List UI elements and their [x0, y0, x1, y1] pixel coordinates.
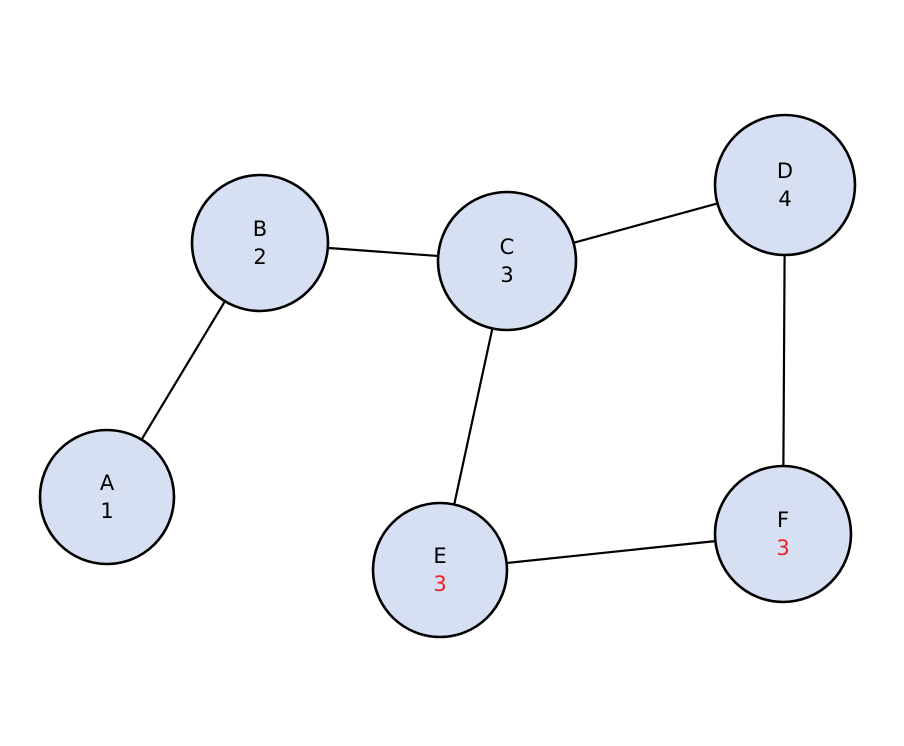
graph-node-a[interactable]: A1: [38, 428, 176, 566]
node-circle-f[interactable]: [713, 464, 853, 604]
graph-node-d[interactable]: D4: [713, 113, 857, 257]
node-label-b: B: [253, 217, 267, 241]
node-label-a: A: [100, 471, 115, 495]
node-value-c: 3: [500, 263, 513, 287]
graph-edge-a-b: [139, 299, 227, 442]
node-label-e: E: [433, 544, 446, 568]
node-label-d: D: [777, 159, 793, 183]
graph-node-e[interactable]: E3: [371, 501, 509, 639]
edges-layer: [139, 202, 786, 565]
graph-edge-b-c: [325, 246, 441, 258]
node-circle-c[interactable]: [436, 190, 578, 332]
node-label-f: F: [777, 508, 789, 532]
graph-edge-e-f: [504, 539, 718, 565]
node-value-f: 3: [776, 536, 789, 560]
node-value-a: 1: [100, 499, 113, 523]
node-circle-e[interactable]: [371, 501, 509, 639]
node-value-d: 4: [778, 187, 791, 211]
node-circle-a[interactable]: [38, 428, 176, 566]
graph-edge-c-d: [571, 202, 720, 245]
node-circle-d[interactable]: [713, 113, 857, 257]
node-value-b: 2: [253, 245, 266, 269]
node-label-c: C: [500, 235, 515, 259]
graph-node-b[interactable]: B2: [190, 173, 330, 313]
graph-edge-c-e: [452, 326, 494, 507]
node-circle-b[interactable]: [190, 173, 330, 313]
graph-node-c[interactable]: C3: [436, 190, 578, 332]
node-value-e: 3: [433, 572, 446, 596]
graph-edge-d-f: [782, 252, 786, 469]
graph-node-f[interactable]: F3: [713, 464, 853, 604]
